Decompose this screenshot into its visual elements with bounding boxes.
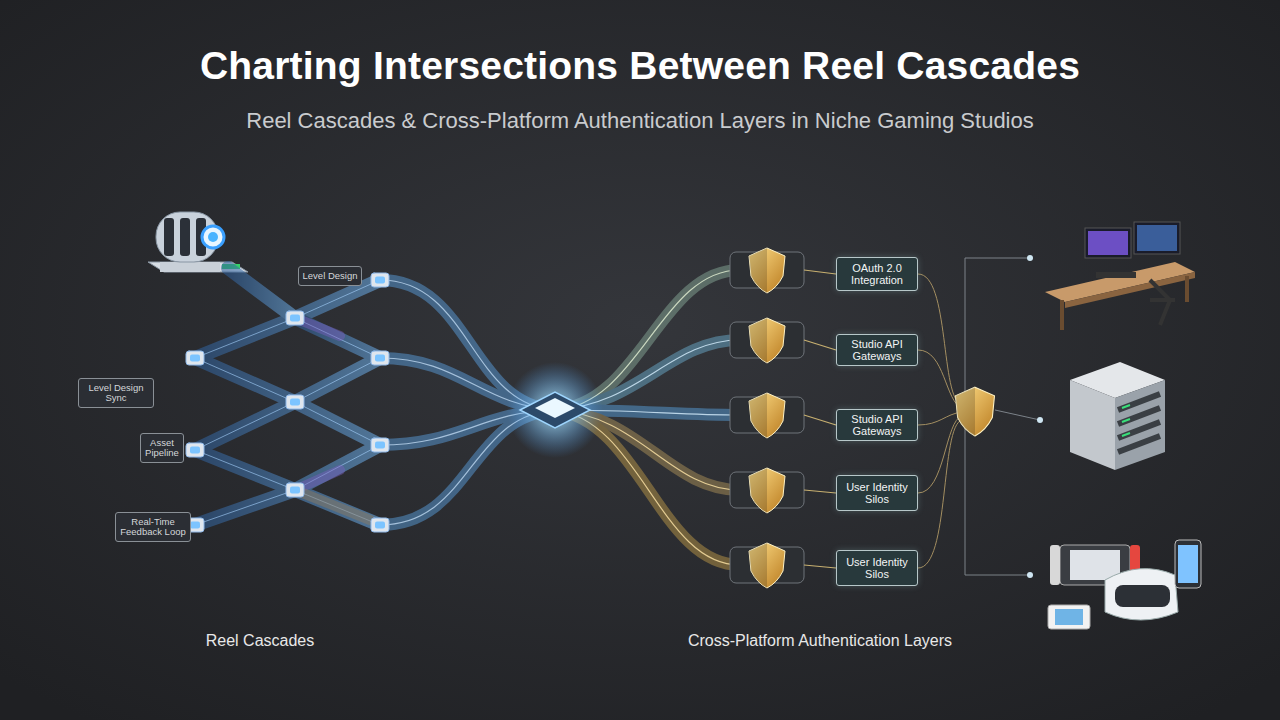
node-text: User Identity Silos [841, 481, 913, 506]
node-text: Studio API Gateways [841, 413, 913, 438]
server-rack [1070, 362, 1165, 470]
node-text: User Identity Silos [841, 556, 913, 581]
cascade-label-box: Level Design [298, 266, 362, 286]
auth-layer-box: OAuth 2.0 Integration [836, 257, 918, 291]
hub-shield [956, 387, 995, 436]
text-label: Reel Cascades [206, 632, 315, 650]
cascade-label-box: Level Design Sync [78, 378, 154, 408]
node-text: OAuth 2.0 Integration [841, 262, 913, 287]
node-text: Level Design Sync [82, 383, 150, 404]
reel-cascade-lattice [186, 268, 555, 532]
node-text: Real-Time Feedback Loop [119, 517, 187, 538]
auth-layer-box: User Identity Silos [836, 475, 918, 511]
connector-dots [1027, 255, 1043, 578]
handheld-and-vr-devices [1048, 540, 1201, 629]
text-label: Cross-Platform Authentication Layers [688, 632, 952, 650]
text-label: Reel Cascades & Cross-Platform Authentic… [246, 108, 1033, 134]
diagram-title: Charting Intersections Between Reel Casc… [0, 44, 1280, 88]
node-text: Asset Pipeline [144, 438, 180, 459]
auth-layer-box: Studio API Gateways [836, 334, 918, 366]
auth-shields [730, 248, 804, 588]
auth-layer-box: Studio API Gateways [836, 409, 918, 441]
auth-layer-box: User Identity Silos [836, 550, 918, 586]
node-text: Studio API Gateways [841, 338, 913, 363]
shield-to-box-links [804, 270, 836, 568]
gateway-wires [918, 258, 1040, 575]
node-text: Level Design [303, 271, 358, 282]
lattice-nodes [186, 273, 389, 532]
cascade-label-box: Asset Pipeline [140, 433, 184, 463]
desktop-workstation [1045, 222, 1195, 330]
central-hub [507, 362, 603, 458]
cascade-label-box: Real-Time Feedback Loop [115, 512, 191, 542]
